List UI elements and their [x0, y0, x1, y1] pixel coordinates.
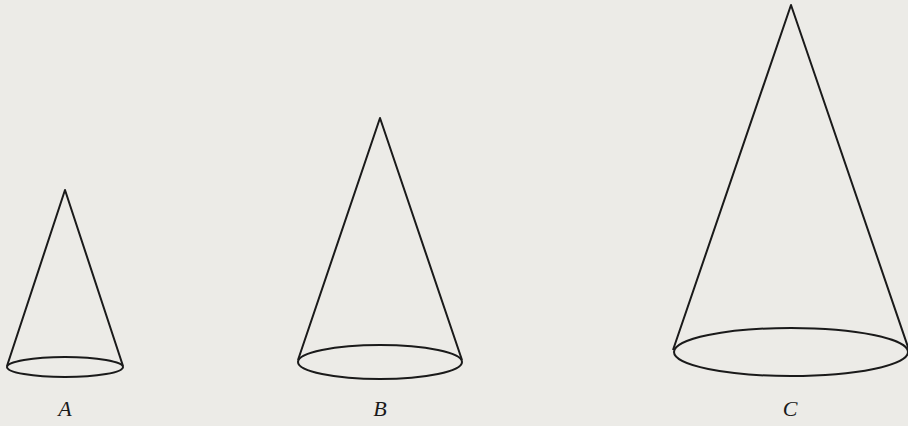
cone-label: C [783, 398, 798, 420]
cone-label: B [373, 398, 386, 420]
cone-a [7, 190, 123, 377]
cone-b [298, 118, 462, 379]
cone-c [673, 5, 908, 376]
cone-label: A [58, 398, 71, 420]
